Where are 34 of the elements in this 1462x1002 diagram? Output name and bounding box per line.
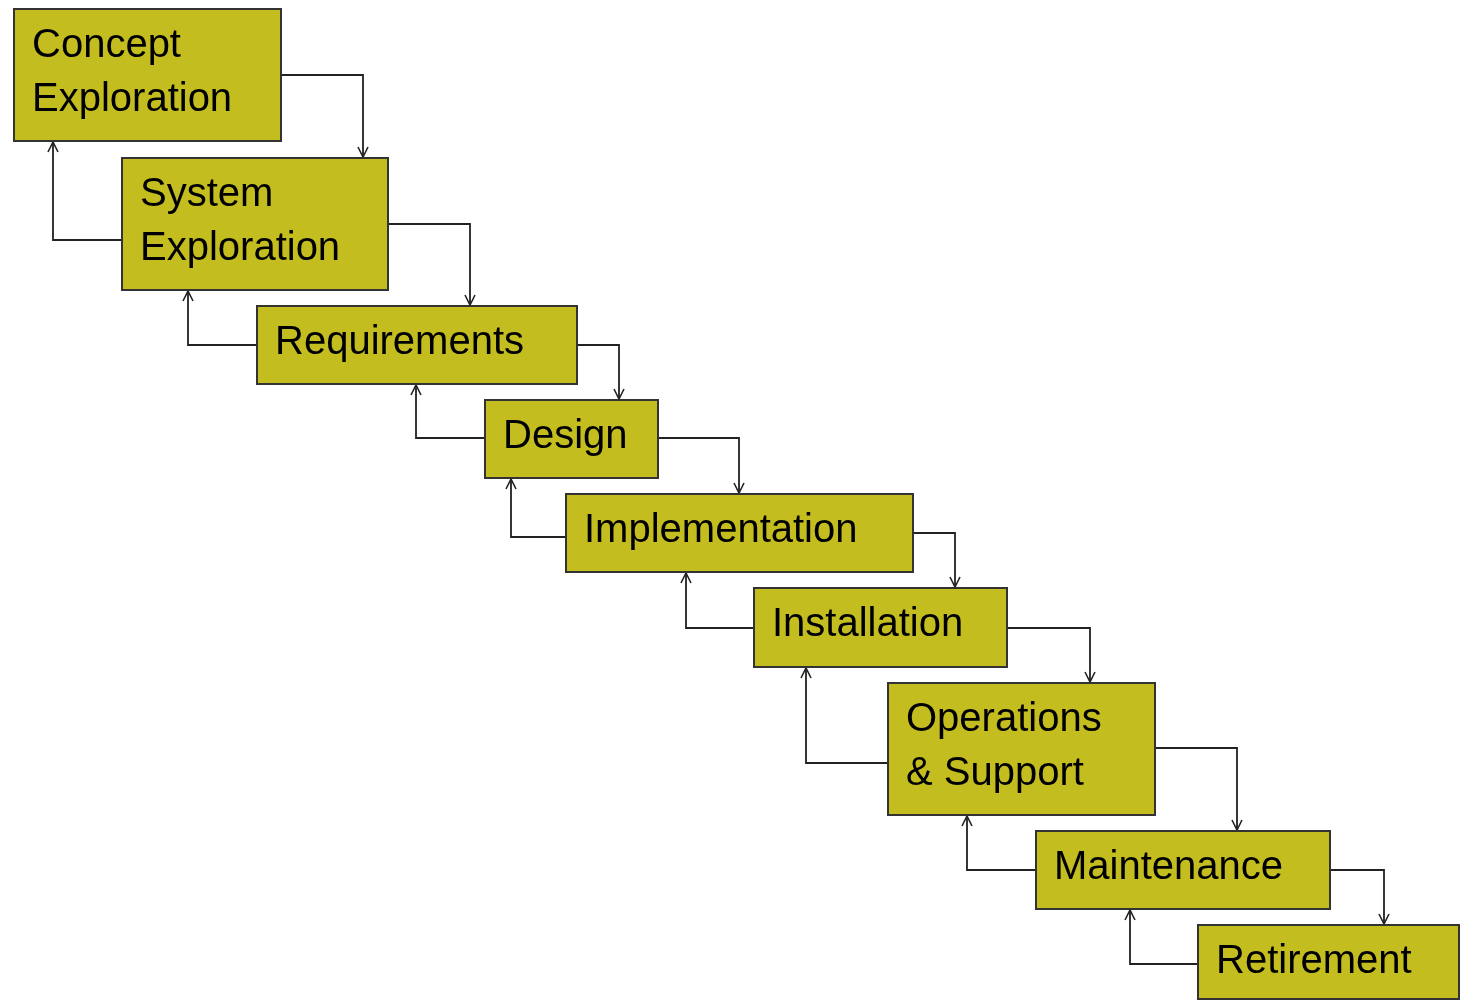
process-box [13, 8, 282, 142]
box-label: Concept Exploration [32, 20, 234, 121]
box-label: System Exploration [140, 169, 342, 270]
arrow [577, 344, 625, 400]
arrow [1155, 747, 1243, 831]
arrow [505, 478, 566, 538]
arrow [388, 223, 476, 306]
arrow [800, 667, 888, 764]
process-box [1197, 924, 1460, 1000]
process-box [484, 399, 659, 479]
box-label: Design [503, 411, 627, 458]
process-box [256, 305, 578, 385]
arrow [1007, 627, 1096, 683]
box-label: Requirements [275, 317, 525, 364]
arrow [281, 74, 369, 158]
box-label: Maintenance [1054, 842, 1285, 889]
arrow [680, 572, 754, 629]
box-label: Implementation [584, 505, 859, 552]
box-label: Installation [772, 599, 965, 646]
arrow [47, 141, 122, 241]
process-box [753, 587, 1008, 668]
arrow [1124, 909, 1198, 965]
process-box [565, 493, 914, 573]
arrow [182, 290, 257, 346]
box-label: Retirement [1216, 936, 1413, 983]
box-label: Operations & Support [906, 694, 1103, 795]
arrow [658, 437, 745, 494]
arrow [961, 815, 1036, 871]
process-box [1035, 830, 1331, 910]
process-box [887, 682, 1156, 816]
process-box [121, 157, 389, 291]
arrow [913, 532, 961, 588]
arrow [1330, 869, 1390, 925]
arrow [410, 384, 485, 439]
